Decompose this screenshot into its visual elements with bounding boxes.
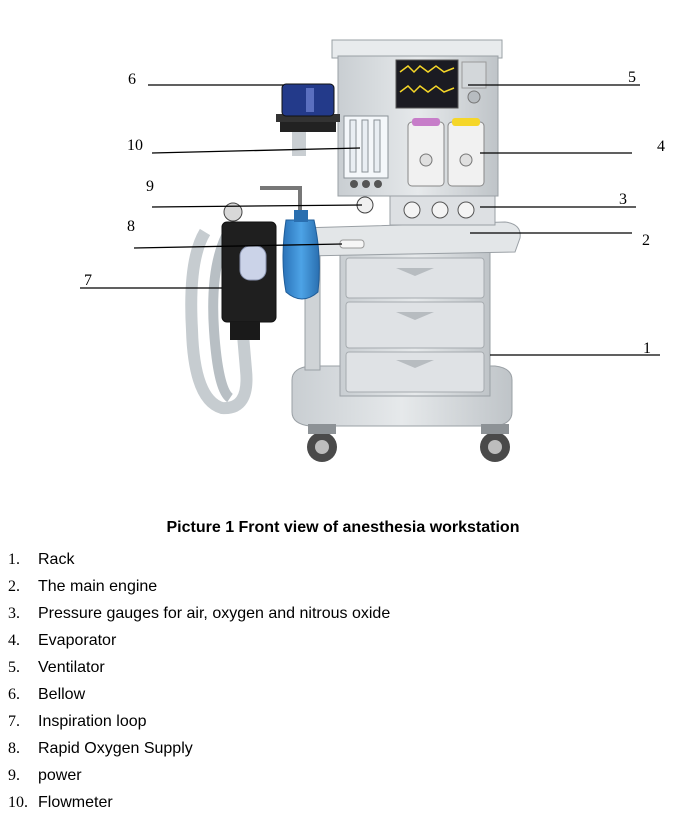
callout-line-10 <box>151 147 361 154</box>
callout-6: 6 <box>128 71 136 88</box>
legend-item: 3. Pressure gauges for air, oxygen and ni… <box>8 600 390 627</box>
legend-label: Inspiration loop <box>38 713 147 730</box>
drawer-cabinet <box>339 251 491 397</box>
legend-label: Ventilator <box>38 659 105 676</box>
workstation-illustration <box>80 39 660 462</box>
callout-10: 10 <box>127 137 143 154</box>
callout-line-9 <box>151 204 363 208</box>
callout-8: 8 <box>127 218 135 235</box>
parts-legend: 1. Rack 2. The main engine 3. Pressure gaug… <box>8 546 390 816</box>
legend-item: 7. Inspiration loop <box>8 708 390 735</box>
legend-number: 10. <box>8 794 28 811</box>
bellow-unit <box>276 83 340 156</box>
legend-item: 9. power <box>8 762 390 789</box>
figure-caption: Picture 1 Front view of anesthesia works… <box>166 519 520 536</box>
callout-3: 3 <box>619 191 627 208</box>
legend-item: 6. Bellow <box>8 681 390 708</box>
callout-7: 7 <box>84 272 92 289</box>
legend-label: Evaporator <box>38 632 117 649</box>
legend-label: Rack <box>38 551 75 568</box>
legend-number: 2. <box>8 578 20 595</box>
callout-5: 5 <box>628 69 636 86</box>
legend-item: 5. Ventilator <box>8 654 390 681</box>
legend-number: 3. <box>8 605 20 622</box>
legend-label: Pressure gauges for air, oxygen and nitr… <box>38 605 391 622</box>
legend-number: 8. <box>8 740 20 757</box>
legend-label: Bellow <box>38 686 86 703</box>
legend-label: The main engine <box>38 578 158 595</box>
callout-line-8 <box>133 243 343 249</box>
legend-number: 7. <box>8 713 20 730</box>
upper-tower <box>331 39 503 214</box>
legend-label: Rapid Oxygen Supply <box>38 740 193 757</box>
main-engine-table <box>298 194 521 257</box>
callout-9: 9 <box>146 178 154 195</box>
legend-item: 2. The main engine <box>8 573 390 600</box>
legend-number: 9. <box>8 767 20 784</box>
callout-4: 4 <box>657 138 665 155</box>
legend-item: 4. Evaporator <box>8 627 390 654</box>
legend-number: 4. <box>8 632 20 649</box>
legend-item: 1. Rack <box>8 546 390 573</box>
legend-label: power <box>38 767 82 784</box>
callout-2: 2 <box>642 232 650 249</box>
legend-number: 5. <box>8 659 20 676</box>
legend-label: Flowmeter <box>38 794 113 811</box>
legend-item: 10. Flowmeter <box>8 789 390 816</box>
callout-1: 1 <box>643 340 651 357</box>
legend-number: 1. <box>8 551 20 568</box>
legend-number: 6. <box>8 686 20 703</box>
callout-lines <box>80 84 660 356</box>
workstation-figure: 1 2 3 4 5 6 7 8 9 10 <box>80 39 665 462</box>
legend-item: 8. Rapid Oxygen Supply <box>8 735 390 762</box>
breathing-circuit <box>185 186 320 415</box>
